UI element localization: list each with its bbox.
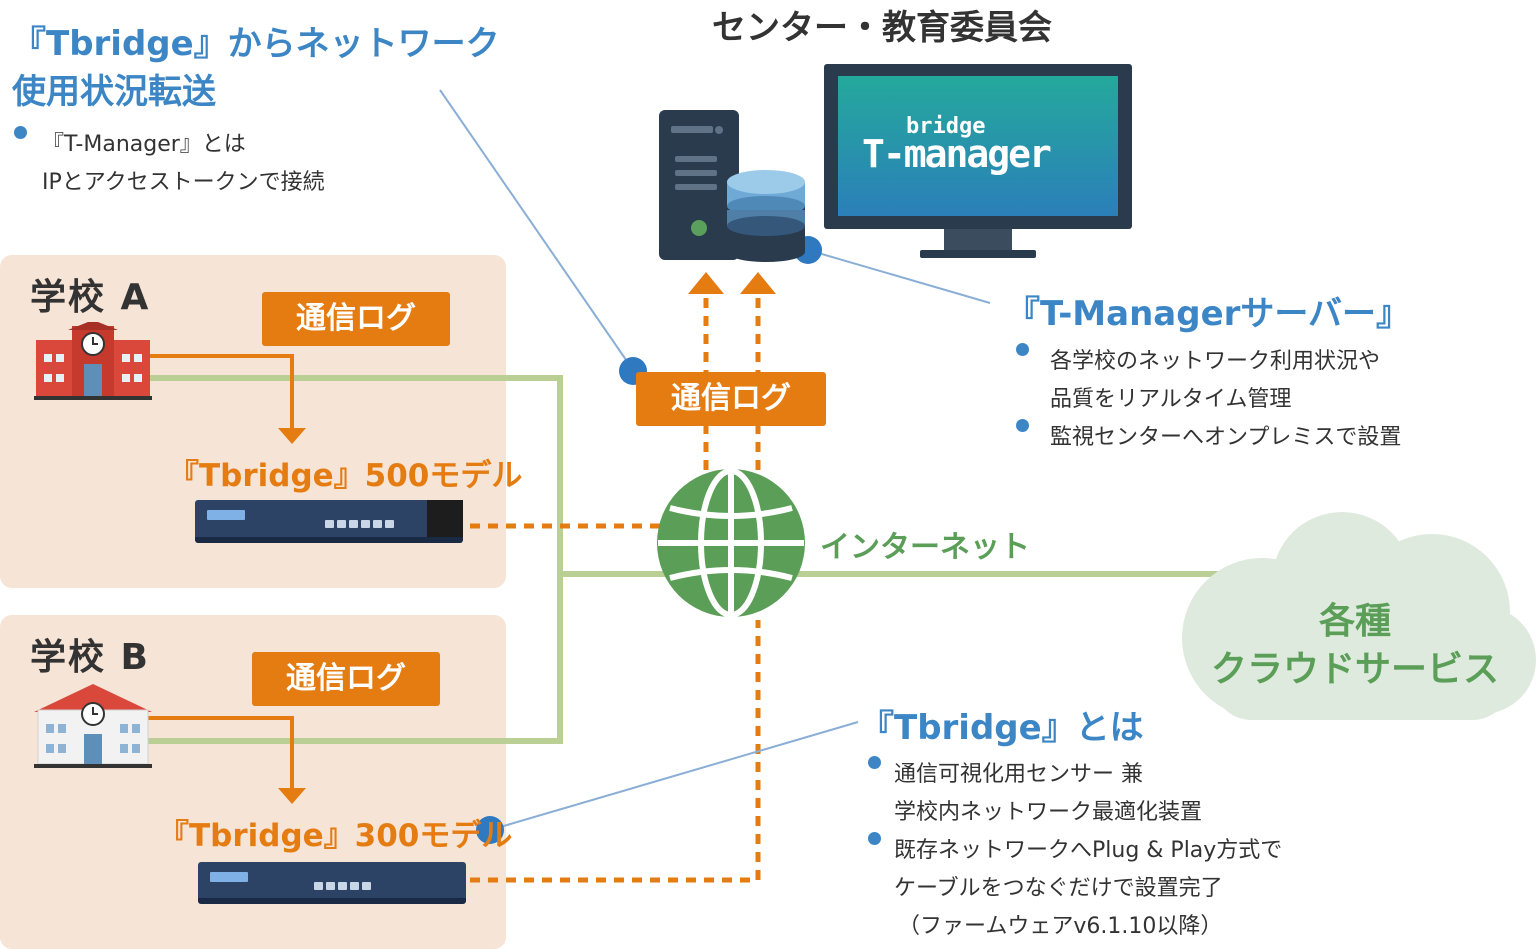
transfer-bullet-line2: IPとアクセストークンで接続: [42, 170, 325, 195]
callout-lines: [439, 89, 991, 831]
monitor-neck: [944, 229, 1012, 251]
school-b-network-line: [148, 574, 563, 744]
tmanager-callout-line: [807, 249, 991, 304]
tbridge-bullet-2-line1: 既存ネットワークへPlug & Play方式で: [894, 838, 1283, 863]
school-a-model-label: 『Tbridge』500モデル: [168, 458, 523, 494]
tbridge-bullet-1: 通信可視化用センサー 兼 学校内ネットワーク最適化装置: [868, 756, 1282, 832]
database-icon: [727, 170, 805, 262]
school-b-title: 学校 B: [30, 637, 150, 678]
monitor-base: [920, 250, 1036, 258]
school-a-network-line: [148, 375, 563, 574]
arrowhead-right: [740, 272, 776, 294]
cloud-line1: 各種: [1318, 601, 1391, 642]
tbridge-bullet-1-line2: 学校内ネットワーク最適化装置: [894, 800, 1203, 825]
school-building-icon: [34, 322, 152, 400]
center-log-badge: 通信ログ: [636, 372, 826, 426]
school-building-icon: [34, 684, 152, 768]
monitor-icon: bridge T-manager: [824, 64, 1132, 260]
tbridge-callout-line: [489, 721, 859, 831]
school-a-log-badge: 通信ログ: [262, 292, 450, 346]
transfer-bullet-line1: 『T-Manager』とは: [42, 132, 246, 157]
arrowhead-left: [688, 272, 724, 294]
school-a-title: 学校 A: [30, 277, 151, 318]
school-b-model-label: 『Tbridge』300モデル: [158, 818, 513, 854]
monitor-screen: [838, 76, 1118, 216]
tbridge-bullet-1-line1: 通信可視化用センサー 兼: [894, 762, 1143, 787]
network-appliance-300-icon: [198, 862, 466, 904]
transfer-bullet: 『T-Manager』とは IPとアクセストークンで接続: [14, 126, 325, 202]
school-log-arrowheads: [278, 428, 306, 804]
tmanager-bullet-1: 各学校のネットワーク利用状況や 品質をリアルタイム管理: [1016, 343, 1401, 419]
transfer-bullets: 『T-Manager』とは IPとアクセストークンで接続: [14, 126, 325, 202]
monitor-logo-top: bridge: [906, 114, 986, 139]
log-flow-lines: [470, 292, 761, 883]
cloud-icon: [1182, 512, 1536, 720]
globe-icon: [657, 468, 805, 618]
tbridge-info-bullets: 通信可視化用センサー 兼 学校内ネットワーク最適化装置 既存ネットワークへPlu…: [868, 756, 1282, 946]
tmanager-bullet-2: 監視センターへオンプレミスで設置: [1016, 419, 1401, 457]
server-icon: [659, 110, 805, 262]
transfer-title-line1: 『Tbridge』からネットワーク: [12, 24, 500, 64]
transfer-callout-line: [439, 89, 634, 371]
monitor-logo-bottom: T-manager: [862, 132, 1052, 176]
tbridge-bullet-2-line3: （ファームウェアv6.1.10以降）: [898, 914, 1223, 939]
upload-arrowheads: [688, 272, 776, 294]
cloud-label: 各種 クラウドサービス: [1190, 598, 1520, 694]
network-appliance-500-icon: [195, 500, 463, 543]
school-b-log-arrow: [148, 716, 294, 790]
tmanager-bullet-2-text: 監視センターへオンプレミスで設置: [1050, 425, 1402, 450]
transfer-title-line2: 使用状況転送: [12, 72, 216, 112]
tmanager-server-bullets: 各学校のネットワーク利用状況や 品質をリアルタイム管理 監視センターへオンプレミ…: [1016, 343, 1401, 457]
tbridge-bullet-2-line2: ケーブルをつなぐだけで設置完了: [894, 876, 1223, 901]
tmanager-bullet-1-line1: 各学校のネットワーク利用状況や: [1050, 349, 1381, 374]
internet-label: インターネット: [820, 530, 1030, 565]
cloud-line2: クラウドサービス: [1210, 649, 1499, 690]
school-b-log-badge: 通信ログ: [252, 652, 440, 706]
tbridge-info-title: 『Tbridge』とは: [860, 708, 1144, 748]
tbridge-bullet-2: 既存ネットワークへPlug & Play方式で ケーブルをつなぐだけで設置完了 …: [868, 832, 1282, 946]
center-title: センター・教育委員会: [712, 8, 1052, 48]
school-log-arrows: [148, 354, 294, 790]
school-a-log-arrow: [148, 354, 294, 430]
tmanager-server-title: 『T-Managerサーバー』: [1006, 294, 1411, 334]
tmanager-bullet-1-line2: 品質をリアルタイム管理: [1050, 387, 1292, 412]
school-b-log-flow: [470, 620, 761, 883]
